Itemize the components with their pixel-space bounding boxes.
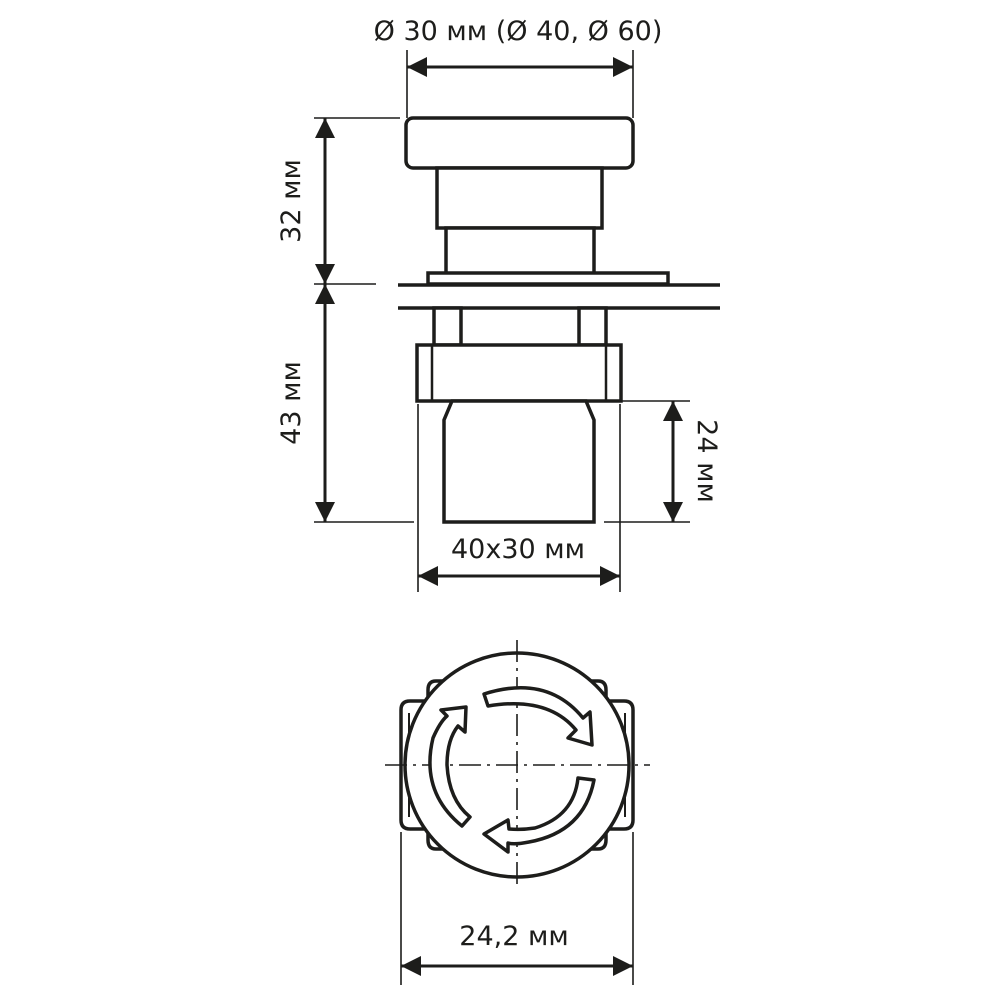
button-cap bbox=[404, 116, 635, 170]
dimension-label-top-height: 32 мм bbox=[276, 159, 307, 243]
side-view: Ø 30 мм (Ø 40, Ø 60) 32 мм 43 мм 24 мм 4… bbox=[276, 16, 722, 592]
dimension-label-base-height: 24 мм bbox=[691, 419, 722, 503]
top-view: 24,2 мм bbox=[385, 640, 650, 985]
dimension-label-diameter: Ø 30 мм (Ø 40, Ø 60) bbox=[374, 16, 663, 47]
mount-leg-right bbox=[577, 306, 608, 347]
button-bezel bbox=[426, 271, 670, 286]
dimension-label-bottom-width: 24,2 мм bbox=[459, 921, 568, 952]
dimension-label-base-width: 40x30 мм bbox=[451, 534, 585, 565]
mount-leg-left bbox=[432, 306, 463, 347]
button-collar bbox=[435, 166, 604, 230]
mounting-nut bbox=[415, 343, 623, 403]
contact-block bbox=[442, 399, 596, 524]
rotation-arrows-icon bbox=[428, 686, 596, 854]
button-stem bbox=[444, 226, 596, 276]
dimension-label-body-height: 43 мм bbox=[276, 361, 307, 445]
